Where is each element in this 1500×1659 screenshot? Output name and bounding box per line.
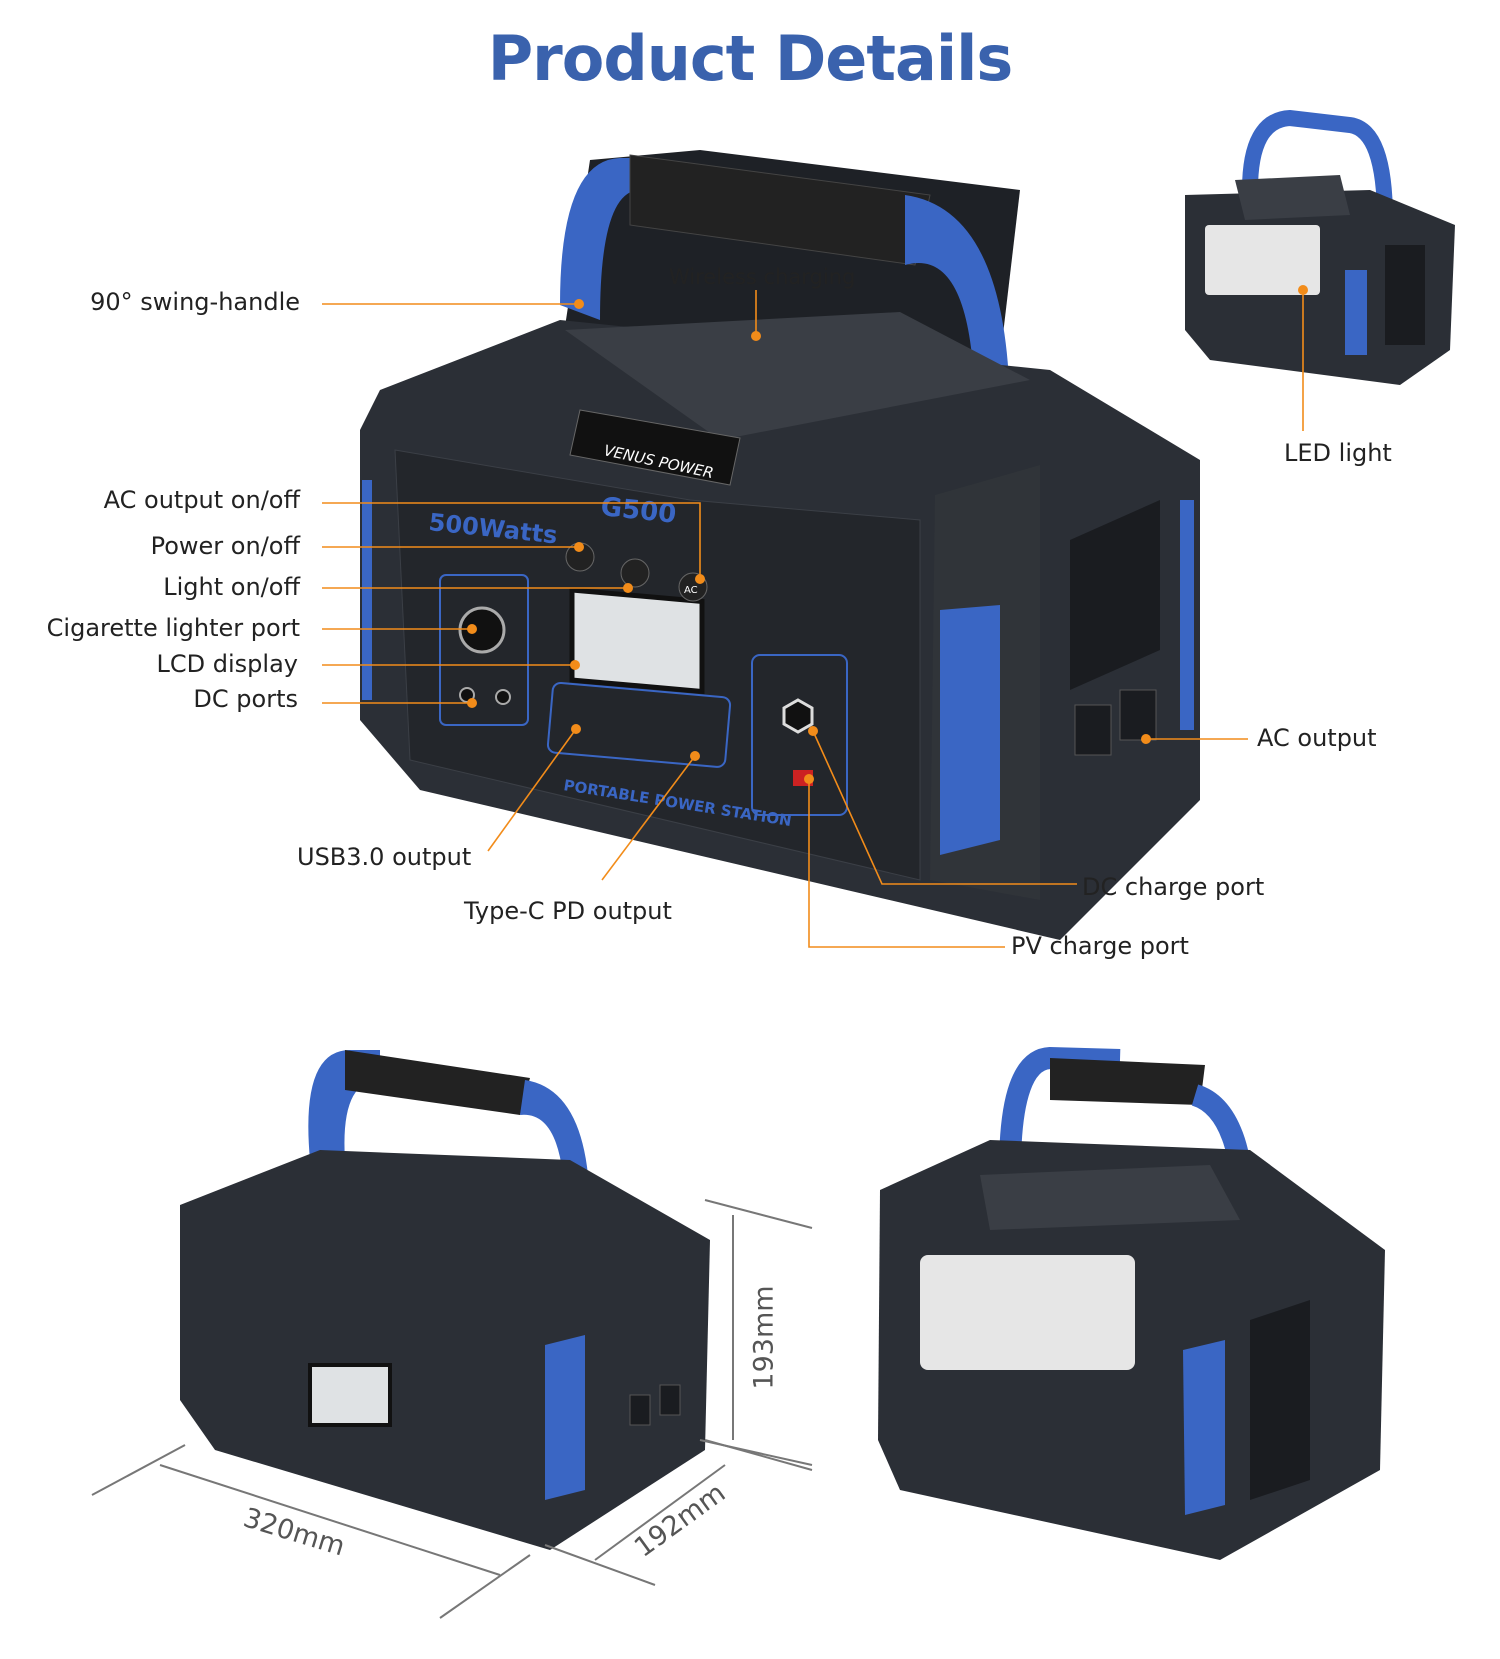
callout-lines (322, 290, 1304, 948)
ac-button-text: AC (684, 585, 698, 596)
main-device-image: VENUS POWER G500 500Watts AC PORTABLE PO… (360, 150, 1200, 940)
callout-dots (467, 285, 1308, 784)
dimension-device-image (180, 1050, 710, 1550)
label-wireless-charging: Wireless charging (669, 265, 856, 289)
label-light-onoff: Light on/off (163, 573, 300, 601)
label-dc-ports: DC ports (193, 685, 298, 713)
label-cigarette-lighter-port: Cigarette lighter port (46, 614, 300, 642)
label-lcd-display: LCD display (156, 650, 298, 678)
label-ac-output-onoff: AC output on/off (103, 486, 300, 514)
rear-device-image (878, 1046, 1385, 1560)
label-swing-handle: 90° swing-handle (90, 288, 300, 316)
label-led-light: LED light (1284, 439, 1392, 467)
label-pv-charge-port: PV charge port (1011, 932, 1189, 960)
label-ac-output: AC output (1257, 724, 1377, 752)
label-dc-charge-port: DC charge port (1082, 873, 1265, 901)
label-usb-output: USB3.0 output (297, 843, 472, 871)
dimension-height: 193mm (748, 1285, 780, 1390)
label-power-onoff: Power on/off (150, 532, 300, 560)
label-typec-output: Type-C PD output (464, 897, 672, 925)
page-title: Product Details (487, 22, 1014, 95)
dimension-lines (91, 1199, 813, 1619)
rear-device-thumbnail (1185, 109, 1455, 385)
